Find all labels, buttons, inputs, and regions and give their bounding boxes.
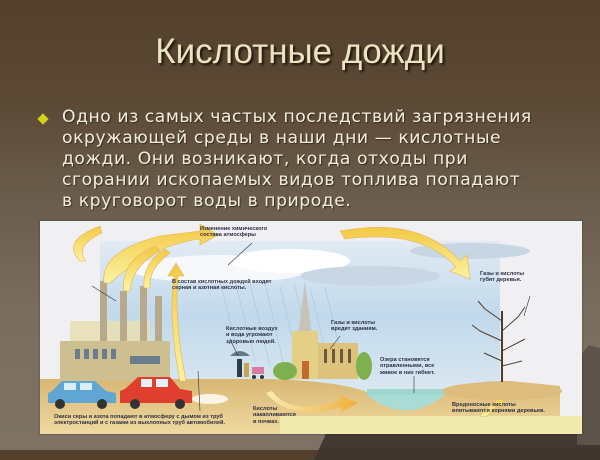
- label-atmosphere-change: Изменение химического состава атмосферы: [200, 226, 268, 239]
- label-roots-absorb: Вредоносные кислоты впитываются корнями …: [452, 402, 545, 415]
- label-air-water-threat: Кислотные воздух и вода угрожают здоровь…: [226, 326, 278, 345]
- decorative-rock-right: [577, 345, 600, 445]
- acid-rain-diagram: Изменение химического состава атмосферы …: [40, 221, 582, 434]
- label-buildings-damage: Газы и кислоты вредят зданиям.: [331, 320, 378, 333]
- bullet-text: Одно из самых частых последствий загрязн…: [62, 107, 532, 211]
- diagram-artwork: [40, 221, 582, 434]
- label-acid-rain-composition: В состав кислотных дождей входят серная …: [172, 279, 272, 292]
- bullet-item: Одно из самых частых последствий загрязн…: [36, 107, 586, 212]
- label-soil-accumulation: Кислоты накапливаются в почвах.: [253, 406, 296, 425]
- label-lakes-poisoned: Озера становятся отравленными, все живое…: [380, 357, 435, 376]
- slide-title: Кислотные дожди: [155, 32, 445, 71]
- label-emissions-source: Окиси серы и азота попадают в атмосферу …: [54, 414, 226, 427]
- label-trees-killed: Газы и кислоты губят деревья.: [480, 271, 525, 284]
- diamond-bullet-icon: [37, 113, 49, 125]
